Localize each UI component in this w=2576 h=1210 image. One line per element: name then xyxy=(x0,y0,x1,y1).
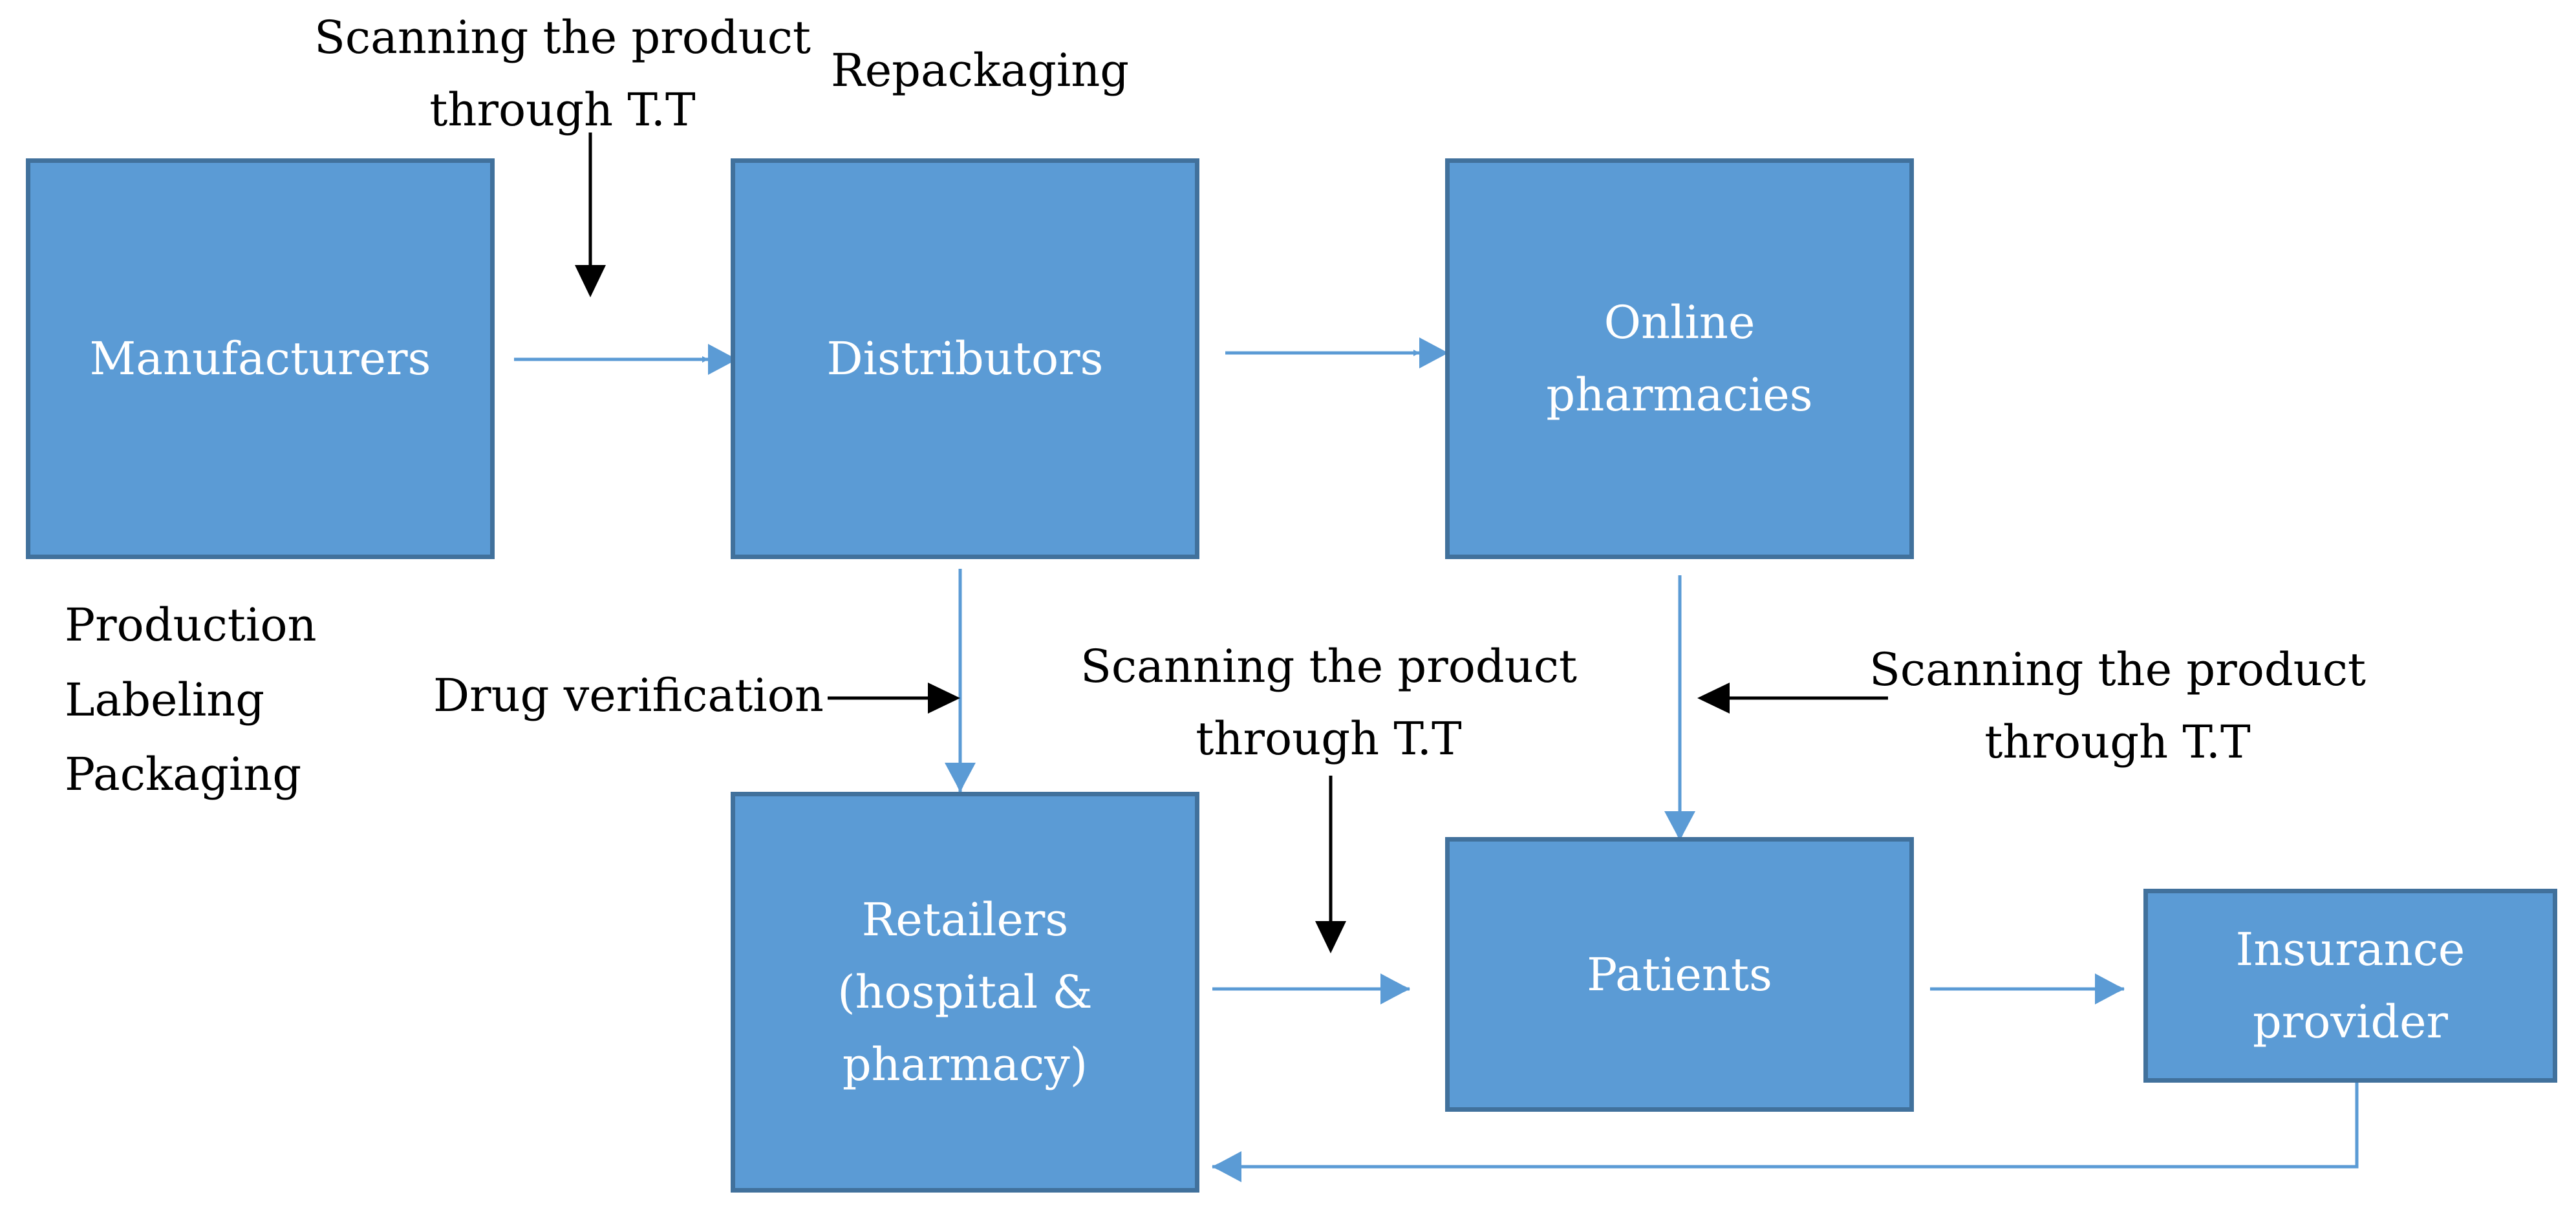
arrowhead-drug-verification xyxy=(928,683,960,714)
arrowhead-to-distributors xyxy=(708,344,737,375)
online-pharmacies-box: Online pharmacies xyxy=(1445,158,1914,559)
arrow-insurance-to-retailers xyxy=(1212,1081,2359,1170)
insurance-provider-label: Insurance provider xyxy=(2235,923,2465,1048)
retailers-label: Retailers (hospital & pharmacy) xyxy=(837,893,1093,1091)
distributors-label: Distributors xyxy=(826,332,1104,385)
insurance-provider-box: Insurance provider xyxy=(2143,889,2557,1083)
manufacturers-label: Manufacturers xyxy=(89,332,431,385)
scan-label-top: Scanning the product through T.T xyxy=(314,11,811,136)
patients-label: Patients xyxy=(1587,948,1772,1001)
distributors-box: Distributors xyxy=(731,158,1199,559)
repackaging-label: Repackaging xyxy=(831,44,1130,97)
retailers-box: Retailers (hospital & pharmacy) xyxy=(731,792,1199,1193)
online-pharmacies-label: Online pharmacies xyxy=(1546,296,1813,421)
arrowhead-to-retailers xyxy=(945,763,976,792)
arrowhead-to-online-pharmacies xyxy=(1419,337,1448,368)
scan-label-right: Scanning the product through T.T xyxy=(1869,643,2367,769)
arrowhead-scan-top xyxy=(575,265,606,297)
arrowhead-to-patients-vertical xyxy=(1664,811,1695,840)
production-steps-label: Production Labeling Packaging xyxy=(65,599,317,801)
drug-verification-label: Drug verification xyxy=(433,669,824,722)
manufacturers-box: Manufacturers xyxy=(26,158,495,559)
arrowhead-to-patients xyxy=(1380,973,1410,1004)
arrowhead-scan-right xyxy=(1697,683,1730,714)
flow-arrowheads xyxy=(708,337,2124,1182)
arrowhead-back-to-retailers xyxy=(1212,1151,1241,1182)
arrowhead-scan-middle xyxy=(1315,921,1346,953)
scan-label-middle: Scanning the product through T.T xyxy=(1080,640,1578,765)
scan-arrowheads xyxy=(575,265,1730,953)
patients-box: Patients xyxy=(1445,837,1914,1112)
arrowhead-to-insurance xyxy=(2095,973,2124,1004)
